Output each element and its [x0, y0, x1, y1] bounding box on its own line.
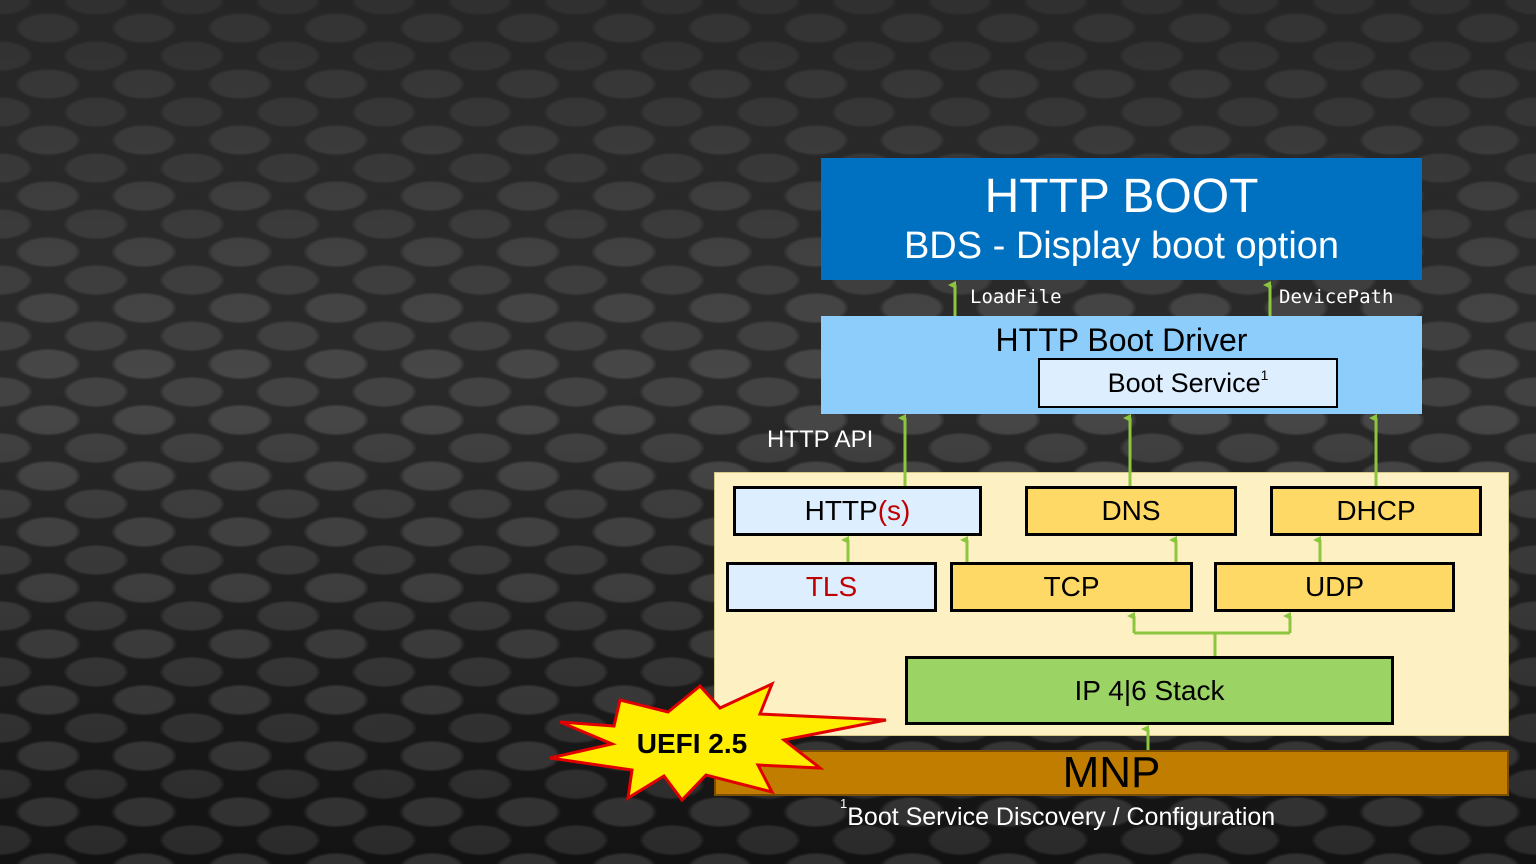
udp-box: UDP [1214, 562, 1455, 612]
udp-label: UDP [1304, 571, 1365, 602]
ip-stack-label: IP 4|6 Stack [1074, 674, 1225, 706]
footnote-text: Boot Service Discovery / Configuration [847, 803, 1276, 831]
uefi-burst [549, 681, 887, 803]
tls-box: TLS [726, 562, 937, 612]
connector-ip-split [1134, 631, 1290, 656]
http-boot-box: HTTP BOOT BDS - Display boot option [821, 158, 1422, 280]
boot-service-label: Boot Service [1107, 367, 1261, 398]
devicepath-label: DevicePath [1279, 286, 1394, 308]
https-s-label: (s) [877, 495, 911, 526]
uefi-badge-label: UEFI 2.5 [636, 728, 748, 759]
boot-service-footnote-mark: 1 [1260, 367, 1269, 383]
http-api-label: HTTP API [767, 426, 874, 453]
dns-box: DNS [1025, 486, 1237, 536]
dhcp-label: DHCP [1336, 495, 1416, 526]
mnp-label: MNP [1062, 748, 1161, 797]
https-box: HTTP(s) [733, 486, 982, 536]
tcp-box: TCP [950, 562, 1193, 612]
http-boot-title: HTTP BOOT [984, 170, 1259, 223]
footnote-mark: 1 [840, 795, 848, 811]
https-label: HTTP [804, 495, 878, 526]
http-boot-driver-label: HTTP Boot Driver [995, 322, 1248, 358]
bds-subtitle: BDS - Display boot option [903, 225, 1340, 267]
dns-label: DNS [1101, 495, 1161, 526]
tls-label: TLS [805, 571, 858, 602]
dhcp-box: DHCP [1270, 486, 1482, 536]
tcp-label: TCP [1043, 571, 1100, 602]
footnote: 1Boot Service Discovery / Configuration [840, 796, 1276, 832]
loadfile-label: LoadFile [970, 286, 1062, 308]
ip-stack-box: IP 4|6 Stack [905, 656, 1394, 725]
